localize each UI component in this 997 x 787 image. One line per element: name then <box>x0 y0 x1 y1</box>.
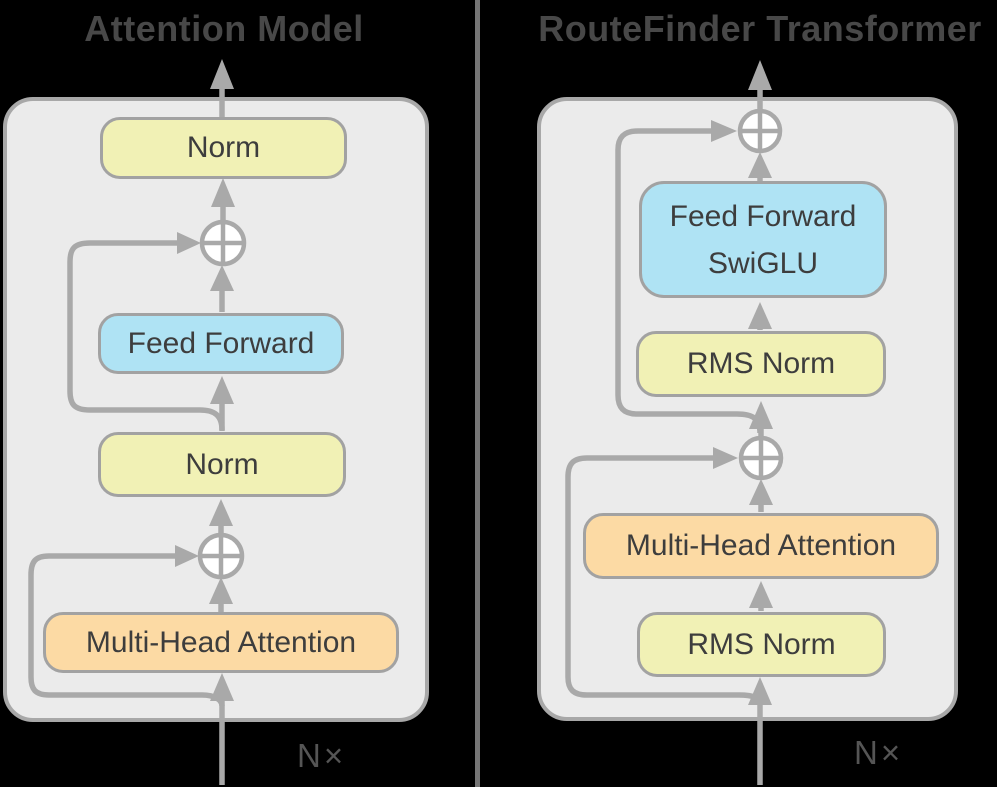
add-circle-icon <box>199 219 247 267</box>
arrowhead-icon <box>210 59 234 89</box>
arrowhead-icon <box>210 376 234 404</box>
block-norm-top: Norm <box>100 117 347 179</box>
arrowhead-icon <box>748 677 772 705</box>
arrowhead-icon <box>211 178 235 207</box>
residual-connection <box>615 128 763 434</box>
arrowhead-icon <box>748 152 772 178</box>
arrowhead-icon <box>749 401 773 429</box>
block-feed-forward: Feed Forward <box>98 313 344 374</box>
arrowhead-icon <box>713 447 738 469</box>
arrowhead-icon <box>749 479 773 505</box>
block-multi-head-attention-left: Multi-Head Attention <box>43 612 399 673</box>
arrowhead-icon <box>175 545 199 567</box>
arrowhead-icon <box>210 673 234 701</box>
block-label: Feed Forward <box>127 326 315 360</box>
add-circle-icon <box>737 108 783 154</box>
arrowhead-icon <box>177 232 201 254</box>
block-label: Norm <box>186 131 261 164</box>
block-label-line1: Feed Forward <box>669 199 857 233</box>
add-circle-icon <box>738 435 784 481</box>
add-circle-icon <box>197 532 245 580</box>
arrowhead-icon <box>711 120 737 142</box>
right-connectors <box>565 60 784 785</box>
block-rms-norm-bottom: RMS Norm <box>637 612 886 677</box>
block-norm-bottom: Norm <box>98 432 346 497</box>
left-connectors <box>28 59 247 785</box>
arrowhead-icon <box>209 577 233 604</box>
left-diagram-title: Attention Model <box>84 8 364 49</box>
arrowhead-icon <box>210 265 234 291</box>
block-label: Multi-Head Attention <box>625 529 897 562</box>
block-label: RMS Norm <box>686 347 836 380</box>
block-label: Multi-Head Attention <box>85 625 357 659</box>
arrowhead-icon <box>749 581 773 608</box>
block-multi-head-attention-right: Multi-Head Attention <box>583 513 939 579</box>
repeat-count-label-right: N× <box>854 734 904 771</box>
panel-divider <box>475 0 480 787</box>
arrowhead-icon <box>209 499 233 526</box>
block-label: RMS Norm <box>687 627 836 661</box>
block-rms-norm-top: RMS Norm <box>636 331 886 397</box>
right-diagram-title: RouteFinder Transformer <box>538 8 982 49</box>
block-feed-forward-swiglu: Feed Forward SwiGLU <box>639 181 887 298</box>
block-label: Norm <box>185 447 259 481</box>
arrowhead-icon <box>748 302 772 329</box>
block-label-line2: SwiGLU <box>707 246 819 280</box>
residual-connection <box>67 240 225 431</box>
arrowhead-icon <box>748 60 772 90</box>
repeat-count-label-left: N× <box>297 737 347 774</box>
